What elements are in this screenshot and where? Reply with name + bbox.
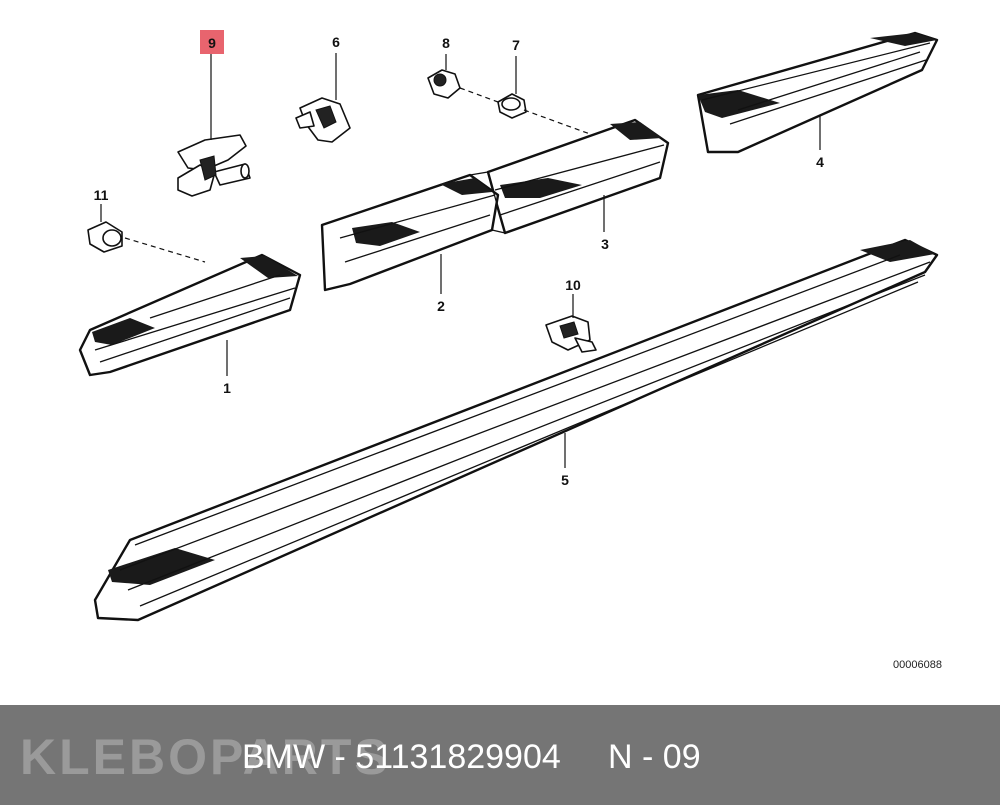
callout-4: 4 — [816, 154, 824, 170]
footer-bar: KLEBOPARTS BMW - 51131829904 N - 09 — [0, 705, 1000, 805]
callout-3: 3 — [601, 236, 609, 252]
part-3-moulding — [486, 118, 670, 235]
part-number-label: BMW - 51131829904 N - 09 — [242, 738, 701, 776]
diagram-code: 00006088 — [893, 659, 942, 671]
callout-6: 6 — [332, 34, 340, 50]
clip-7-grommet — [497, 93, 527, 119]
callout-11: 11 — [94, 187, 109, 203]
clip-8-nut — [427, 69, 461, 99]
callout-7: 7 — [512, 37, 520, 53]
clip-11-grommet — [87, 221, 123, 253]
callout-8: 8 — [442, 35, 450, 51]
brand-logo-o: O — [168, 729, 211, 785]
leader-lines — [100, 53, 821, 468]
callout-9-highlight — [200, 30, 224, 54]
clip-9-bracket — [177, 134, 251, 197]
part-4-moulding — [696, 31, 939, 154]
callout-2: 2 — [437, 298, 445, 314]
part-5-moulding — [93, 238, 939, 622]
callout-9: 9 — [208, 35, 216, 51]
part-2-moulding — [320, 171, 506, 292]
callout-5: 5 — [561, 472, 569, 488]
brand-logo-parts: PARTS — [210, 729, 391, 785]
brand-logo: KLEBOPARTS — [20, 727, 391, 787]
part-1-moulding — [78, 253, 302, 377]
clip-6-fastener — [295, 97, 351, 143]
callout-10: 10 — [565, 277, 581, 293]
clip-10-fastener — [545, 315, 597, 353]
callout-1: 1 — [223, 380, 231, 396]
parts-diagram: 1 2 3 4 5 6 7 8 9 10 11 00006088 — [78, 30, 942, 671]
brand-logo-kleb: KLEB — [20, 729, 169, 785]
